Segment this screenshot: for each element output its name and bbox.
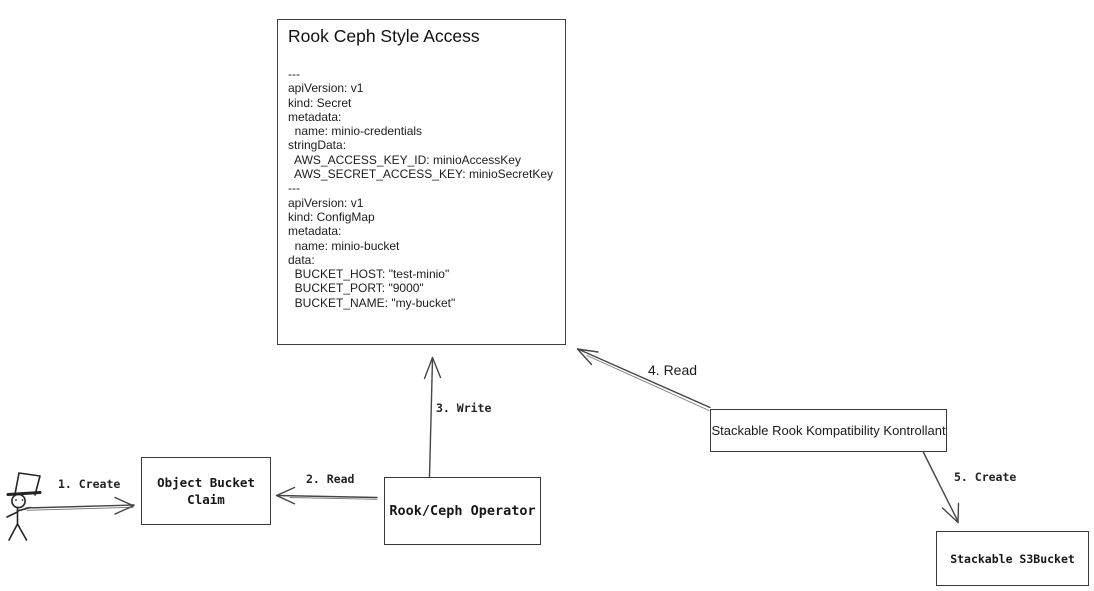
stackable-rook-controller-label: Stackable Rook Kompatibility Kontrollant [711, 423, 946, 438]
arrow-5-create [922, 451, 960, 524]
rook-ceph-operator-box: Rook/Ceph Operator [384, 477, 541, 545]
rook-ceph-style-access-box: Rook Ceph Style Access --- apiVersion: v… [277, 19, 566, 345]
arrow-label-5-create: 5. Create [954, 470, 1017, 484]
object-bucket-claim-box: Object Bucket Claim [141, 457, 271, 525]
stick-figure-user-icon [6, 472, 42, 541]
arrow-2-read [275, 486, 378, 505]
stackable-s3bucket-label: Stackable S3Bucket [950, 551, 1075, 566]
yaml-manifest-text: --- apiVersion: v1 kind: Secret metadata… [288, 67, 553, 310]
object-bucket-claim-label: Object Bucket Claim [157, 475, 255, 507]
arrow-1-create [25, 496, 135, 515]
arrow-3-write [423, 356, 442, 478]
big-box-title: Rook Ceph Style Access [288, 26, 480, 46]
arrow-4-read [576, 348, 711, 411]
arrow-label-1-create: 1. Create [58, 477, 121, 491]
arrow-label-4-read: 4. Read [648, 362, 698, 378]
arrow-label-2-read: 2. Read [306, 472, 355, 486]
arrow-label-3-write: 3. Write [436, 401, 492, 415]
stackable-rook-controller-box: Stackable Rook Kompatibility Kontrollant [710, 409, 947, 452]
rook-ceph-operator-label: Rook/Ceph Operator [389, 503, 536, 519]
stackable-s3bucket-box: Stackable S3Bucket [936, 531, 1089, 586]
